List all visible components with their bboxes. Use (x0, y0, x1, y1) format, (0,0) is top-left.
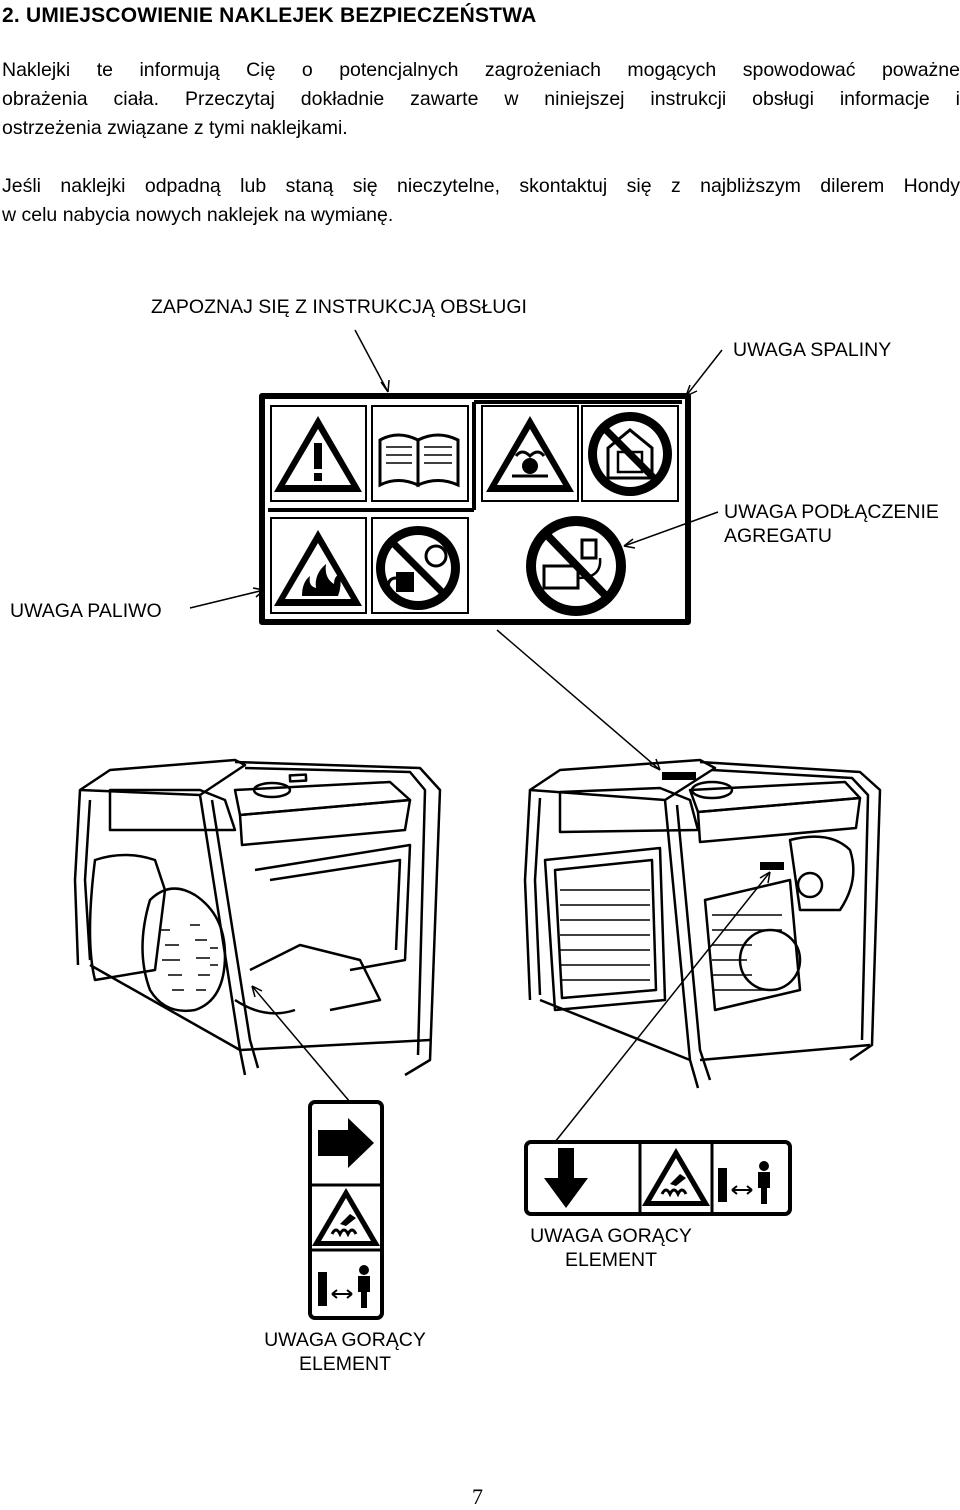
label-line: ELEMENT (564, 1249, 658, 1271)
no-refuel-running-icon (371, 517, 469, 614)
no-indoor-use-icon (581, 405, 679, 502)
intro-paragraph: Naklejki te informują Cię o potencjalnyc… (2, 56, 960, 143)
label-line: UWAGA GORĄCY (264, 1329, 426, 1351)
section-heading: 2. UMIEJSCOWIENIE NAKLEJEK BEZPIECZEŃSTW… (2, 4, 537, 27)
warning-triangle-icon (270, 405, 367, 502)
paragraph-line: w celu nabycia nowych naklejek na wymian… (2, 204, 394, 226)
generator-right-illustration (523, 758, 882, 1089)
paragraph-line: Jeśli naklejki odpadną lub staną się nie… (2, 175, 960, 197)
page-number: 7 (472, 1484, 483, 1509)
generator-left-illustration (73, 758, 442, 1077)
label-exhaust: UWAGA SPALINY (733, 339, 892, 361)
paragraph-line: ostrzeżenia związane z tymi naklejkami. (2, 117, 348, 139)
manual-book-icon (371, 405, 469, 502)
arrow-down-icon (544, 1148, 588, 1208)
paragraph-line: obrażenia ciała. Przeczytaj dokładnie za… (2, 88, 960, 110)
label-line: ELEMENT (298, 1353, 392, 1375)
replacement-paragraph: Jeśli naklejki odpadną lub staną się nie… (2, 172, 960, 230)
safety-label-sheet (259, 393, 691, 625)
no-mains-connection-icon (526, 516, 626, 616)
label-hot-element-right: UWAGA GORĄCY ELEMENT (516, 1224, 706, 1272)
label-fuel: UWAGA PALIWO (10, 600, 162, 622)
label-connection: UWAGA PODŁĄCZENIE AGREGATU (724, 500, 939, 548)
hot-surface-label-vertical (308, 1100, 384, 1320)
label-line: UWAGA GORĄCY (530, 1225, 692, 1247)
arrow-right-icon (318, 1118, 374, 1168)
hot-surface-label-horizontal (524, 1140, 792, 1216)
leader-lines (189, 329, 771, 1143)
label-line: AGREGATU (724, 525, 832, 547)
paragraph-line: Naklejki te informują Cię o potencjalnyc… (2, 59, 960, 81)
fire-hazard-icon (270, 517, 367, 614)
label-hot-element-left: UWAGA GORĄCY ELEMENT (250, 1328, 440, 1376)
exhaust-hazard-icon (481, 405, 579, 502)
label-read-manual: ZAPOZNAJ SIĘ Z INSTRUKCJĄ OBSŁUGI (151, 296, 527, 318)
label-line: UWAGA PODŁĄCZENIE (724, 501, 939, 523)
